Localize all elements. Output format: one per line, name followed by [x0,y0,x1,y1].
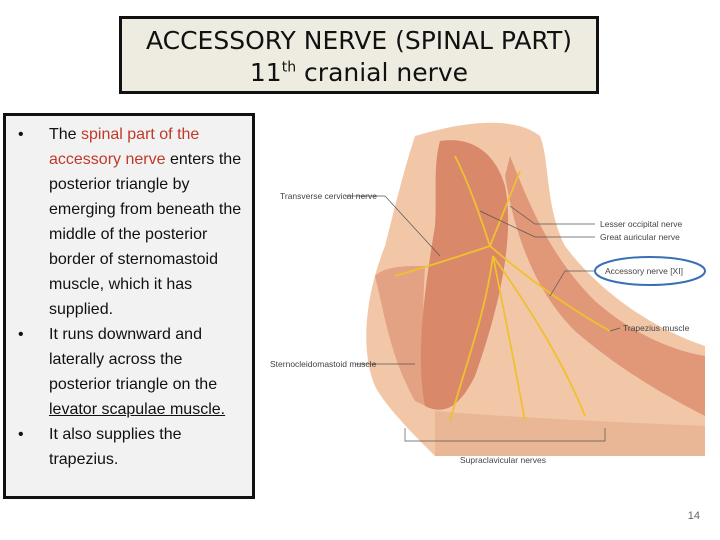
underlined-term: levator scapulae muscle. [49,401,226,418]
label-sternocleidomastoid: Sternocleidomastoid muscle [270,359,377,369]
label-lesser-occipital: Lesser occipital nerve [600,219,682,229]
bullet-item-2: It runs downward and laterally across th… [16,322,246,422]
accessory-nerve-path [489,245,611,332]
label-accessory-nerve: Accessory nerve [XI] [605,266,683,276]
title-line-2: 11th cranial nerve [249,58,469,87]
label-supraclavicular: Supraclavicular nerves [460,455,546,465]
label-transverse-cervical: Transverse cervical nerve [280,191,377,201]
transverse-cervical-path [394,245,491,277]
bullet-item-3: It also supplies the trapezius. [16,422,246,472]
anatomy-illustration: Transverse cervical nerve Lesser occipit… [270,122,706,465]
bullet-item-1: The spinal part of the accessory nerve e… [16,122,246,322]
page-number: 14 [687,510,700,522]
label-great-auricular: Great auricular nerve [600,232,680,242]
trapezius-muscle-shape [505,156,705,416]
bullet-list: The spinal part of the accessory nerve e… [16,122,246,472]
supraclavicular-path-3 [492,255,586,417]
sternocleidomastoid-shape [420,140,509,410]
label-trapezius: Trapezius muscle [623,323,690,333]
anterior-neck-muscles [375,266,430,408]
leader-lines [345,195,621,442]
highlighted-term: spinal part of the accessory nerve [49,126,200,168]
accessory-nerve-highlight [594,256,706,286]
nerve-branches [394,155,611,422]
great-auricular-path [454,155,491,247]
lesser-occipital-path [489,170,521,247]
neck-anatomy-figure: Transverse cervical nerve Lesser occipit… [265,116,713,488]
slide-title: ACCESSORY NERVE (SPINAL PART) 11th crani… [119,16,599,94]
bullet-text-box: The spinal part of the accessory nerve e… [3,113,255,499]
supraclavicular-path-1 [449,255,494,422]
supraclavicular-path-2 [492,255,526,422]
clavicle-region [435,411,705,456]
title-line-1: ACCESSORY NERVE (SPINAL PART) [145,26,573,55]
